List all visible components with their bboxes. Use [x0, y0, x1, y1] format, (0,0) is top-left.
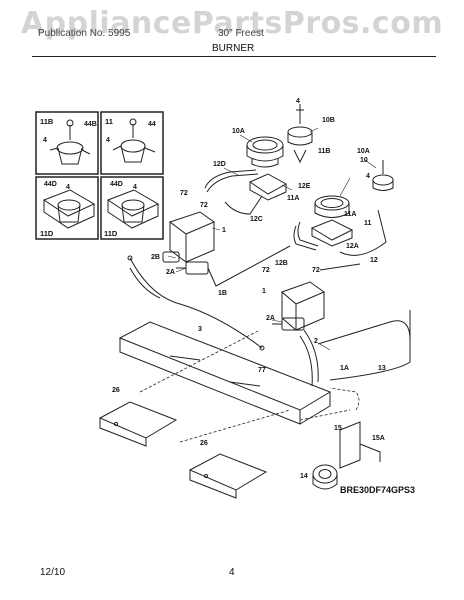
burner-base-11a-right — [310, 219, 354, 247]
valve-2a-lower — [272, 317, 305, 331]
manifold-tubes — [207, 245, 411, 387]
model-header-text: 30" Freest — [218, 28, 264, 39]
regulator-bracket-15 — [339, 421, 381, 469]
inset-label-11d-left: 11D — [40, 229, 54, 238]
callout-12d: 12D — [213, 161, 226, 168]
callout-1b: 1B — [218, 290, 227, 297]
inset-box-11 — [100, 111, 164, 175]
valve-bracket-lower — [281, 281, 326, 332]
callout-3: 3 — [198, 326, 202, 333]
callout-2a-lower: 2A — [266, 315, 275, 322]
callout-11a-left: 11A — [287, 195, 299, 202]
callout-77: 77 — [258, 367, 266, 374]
callout-4-top: 4 — [296, 98, 300, 105]
burner-head-10a-right — [314, 195, 350, 218]
inset-sub-44d-right: 44D — [110, 181, 123, 188]
wire-harness-3 — [127, 255, 265, 351]
publication-text: Publication No. 5995 — [38, 28, 131, 39]
inset-sub-4a: 4 — [43, 137, 47, 144]
callout-72-upper: 72 — [180, 190, 188, 197]
dashed-leaders — [139, 329, 360, 443]
inset-sub-4c: 4 — [66, 184, 70, 191]
inset-label-11b: 11B — [40, 117, 54, 126]
callout-11a-right: 11A — [344, 211, 356, 218]
callout-14: 14 — [300, 473, 308, 480]
watermark-logo: AppliancePartsPros.com — [20, 6, 444, 41]
valve-2a-upper — [176, 261, 209, 275]
inset-label-11: 11 — [105, 117, 113, 126]
callout-72-lower: 72 — [262, 267, 270, 274]
inset-box-11b — [35, 111, 99, 175]
callout-15a: 15A — [372, 435, 385, 442]
valve-2b — [162, 251, 180, 263]
inset-sub-4d: 4 — [133, 184, 137, 191]
callout-12b: 12B — [275, 260, 288, 267]
pressure-regulator-14 — [312, 464, 338, 490]
callout-13: 13 — [378, 365, 386, 372]
valve-bracket-upper — [168, 211, 216, 263]
burner-head-10-right — [372, 160, 394, 191]
callout-4-right: 4 — [366, 173, 370, 180]
inset-box-11d-left — [35, 176, 99, 240]
burner-head-10a-left — [246, 136, 284, 168]
callout-12a: 12A — [346, 243, 359, 250]
callout-72-lower-b: 72 — [312, 267, 320, 274]
footer-date: 12/10 — [40, 567, 66, 578]
callout-72-upper-b: 72 — [200, 202, 208, 209]
callout-26-right: 26 — [200, 440, 208, 447]
bracket-26-left — [98, 401, 178, 447]
burner-box-77 — [118, 321, 332, 425]
bracket-26-right — [188, 453, 268, 499]
callout-11: 11 — [364, 220, 372, 227]
callout-1-upper: 1 — [222, 227, 226, 234]
inset-sub-44: 44 — [148, 121, 156, 128]
leader-lines — [167, 127, 377, 351]
inset-sub-44d-left: 44D — [44, 181, 57, 188]
callout-12c: 12C — [250, 216, 263, 223]
burner-head-10b — [287, 104, 313, 164]
callout-2b: 2B — [151, 254, 160, 261]
callout-1a: 1A — [340, 365, 349, 372]
callout-11b: 11B — [318, 148, 330, 155]
callout-10: 10 — [360, 157, 368, 164]
callout-2: 2 — [314, 338, 318, 345]
callout-10a-left: 10A — [232, 128, 245, 135]
header-rule — [32, 56, 436, 57]
callout-1-lower: 1 — [262, 288, 266, 295]
callout-2a-upper: 2A — [166, 269, 175, 276]
gas-tubes-upper — [204, 169, 387, 271]
footer-page-number: 4 — [229, 567, 235, 578]
callout-12e: 12E — [298, 183, 311, 190]
callout-12: 12 — [370, 257, 378, 264]
model-code: BRE30DF74GPS3 — [340, 485, 416, 495]
callout-10a-right: 10A — [357, 148, 370, 155]
inset-label-11d-right: 11D — [104, 229, 118, 238]
inset-sub-4b: 4 — [106, 137, 110, 144]
burner-base-11a-left — [248, 173, 288, 201]
inset-box-11d-right — [100, 176, 164, 240]
callout-15: 15 — [334, 425, 342, 432]
callout-10b: 10B — [322, 117, 335, 124]
inset-sub-44b: 44B — [84, 121, 97, 128]
section-title: BURNER — [212, 43, 255, 54]
callout-26-left: 26 — [112, 387, 120, 394]
